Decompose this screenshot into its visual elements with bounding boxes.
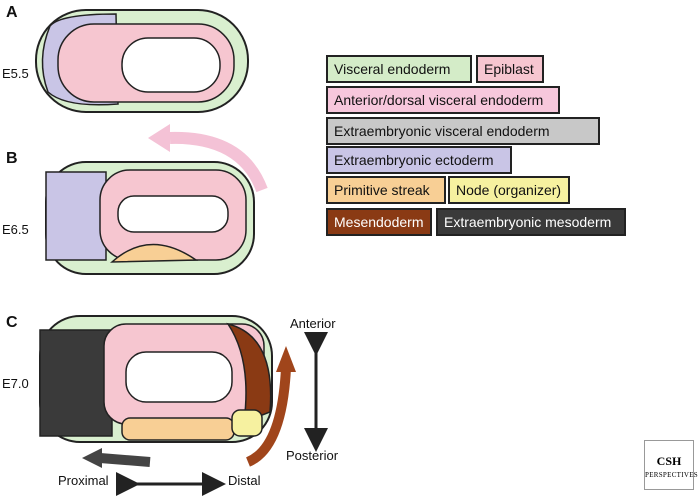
legend-ave: Anterior/dorsal visceral endoderm [326, 86, 560, 114]
panel-label-a: A [6, 4, 18, 21]
embryo-e6-5 [45, 161, 255, 275]
stage-label-e6-5: E6.5 [2, 222, 29, 237]
legend-epiblast: Epiblast [476, 55, 544, 83]
csh-perspectives-logo: CSH PERSPECTIVES [644, 440, 698, 490]
legend-exve: Extraembryonic visceral endoderm [326, 117, 600, 145]
legend-exe: Extraembryonic ectoderm [326, 146, 512, 174]
axis-label-posterior: Posterior [286, 448, 339, 463]
embryo-e7-0 [39, 315, 273, 443]
legend-node: Node (organizer) [448, 176, 570, 204]
ave-migration-arrow [169, 131, 268, 193]
embryo-e5-5 [35, 9, 249, 113]
axis-label-distal: Distal [228, 473, 261, 488]
axis-label-proximal: Proximal [58, 473, 109, 488]
panel-label-c: C [6, 314, 18, 331]
legend-visceral-endoderm: Visceral endoderm [326, 55, 472, 83]
mesendoderm-arrow [245, 367, 291, 467]
panel-label-b: B [6, 150, 18, 167]
stage-label-e5-5: E5.5 [2, 66, 29, 81]
axis-label-anterior: Anterior [290, 316, 336, 331]
legend-exm: Extraembryonic mesoderm [436, 208, 626, 236]
proximal-migration-arrow [99, 453, 151, 467]
legend-primitive-streak: Primitive streak [326, 176, 446, 204]
stage-label-e7-0: E7.0 [2, 376, 29, 391]
legend-mesendoderm: Mesendoderm [326, 208, 432, 236]
